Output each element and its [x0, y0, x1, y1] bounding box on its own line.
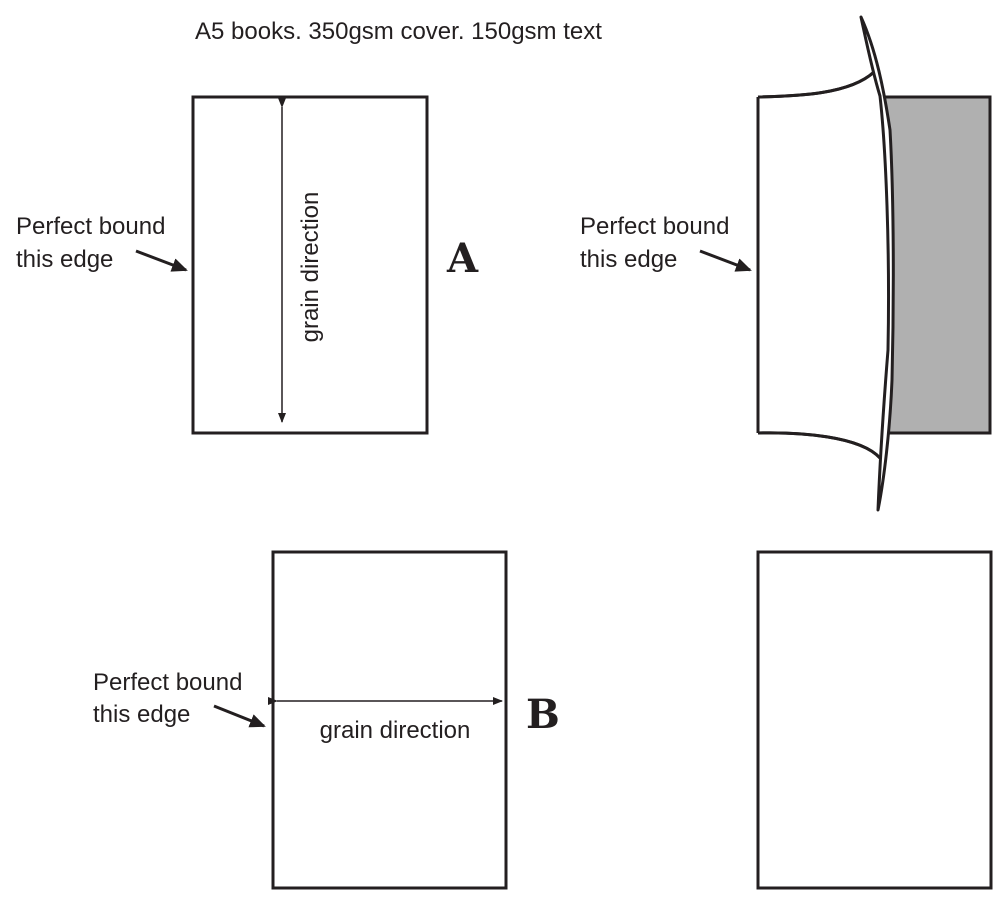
binding-label-a-line1: Perfect bound	[16, 213, 165, 240]
grain-label-b: grain direction	[320, 717, 471, 744]
binding-label-b-line1: Perfect bound	[93, 669, 242, 696]
binding-pointer-arrow-a-bent	[699, 249, 752, 272]
diagram-b: grain direction Perfect bound this edge …	[93, 550, 560, 890]
diagram-a: grain direction Perfect bound this edge …	[16, 95, 479, 435]
diagram-title: A5 books. 350gsm cover. 150gsm text	[195, 18, 602, 45]
shaded-page	[882, 95, 992, 435]
letter-b: B	[526, 691, 560, 738]
diagram-a-bent: Perfect bound this edge	[580, 15, 992, 512]
binding-pointer-arrow-b	[213, 704, 266, 728]
letter-a: A	[446, 235, 479, 282]
diagram-b-right	[756, 550, 993, 890]
binding-label-a-bent-line2: this edge	[580, 246, 677, 273]
binding-label-a-line2: this edge	[16, 246, 113, 273]
page-spine-curl	[859, 15, 895, 512]
bent-page-fill	[760, 74, 890, 456]
page-b-right-outline	[756, 550, 993, 890]
page-b-outline	[271, 550, 508, 890]
binding-pointer-arrow-a	[135, 249, 188, 272]
page-a-outline	[191, 95, 429, 435]
binding-label-b-line2: this edge	[93, 701, 190, 728]
grain-label-a: grain direction	[297, 192, 324, 343]
binding-label-a-bent-line1: Perfect bound	[580, 213, 729, 240]
